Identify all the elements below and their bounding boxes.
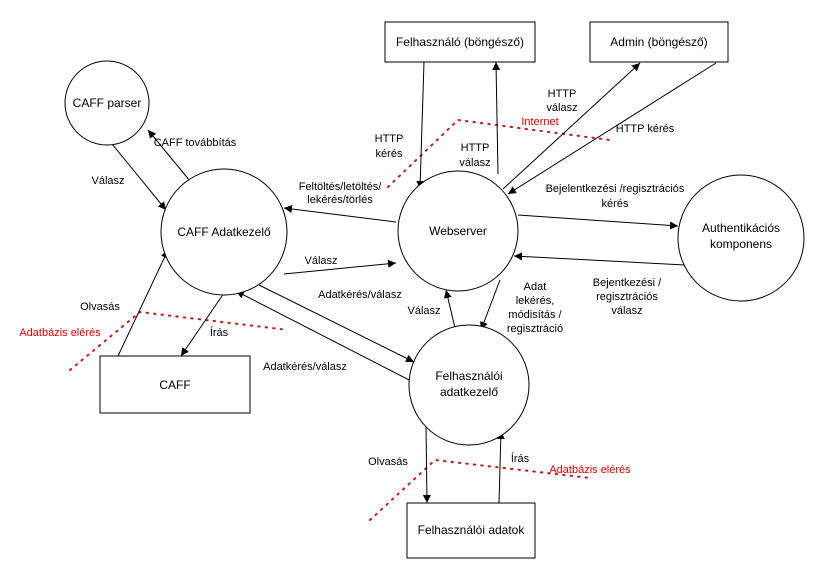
edge-felhasznaloi-adatkezelo-to-data (422, 425, 431, 504)
node-admin-bongeszo: Admin (böngésző) (589, 21, 729, 63)
edge-label-bejentkezesi-valasz: regisztrációs (596, 291, 658, 303)
edge-label-adat-lekeres: módisítás / (508, 309, 562, 321)
node-label: Felhasználó (böngésző) (396, 35, 524, 49)
edge-webserver-to-caff-adatkezelo (283, 205, 397, 223)
edge-parser-to-caff-adatkezelo (107, 138, 167, 211)
database-boundary-user-data (369, 458, 591, 521)
edge-felhasznaloi-adatkezelo-to-webserver (443, 289, 457, 333)
edge-label-http-valasz-user: válasz (459, 157, 490, 169)
edge-caff-adatkezelo-to-felhasznaloi-adatkezelo (258, 284, 415, 363)
edge-caff-adatkezelo-to-webserver (283, 259, 397, 275)
node-label-line-2: adatkezelő (440, 385, 498, 399)
edge-label-http-valasz-user: HTTP (461, 142, 490, 154)
edge-label-adat-lekeres: lekérés, (516, 295, 555, 307)
edge-webserver-to-user (492, 61, 501, 175)
node-label: Felhasználói adatok (418, 523, 526, 537)
edge-label-bejelentkezesi-keres: kérés (602, 198, 629, 210)
edge-label-bejentkezesi-valasz: válasz (611, 305, 642, 317)
boundary-label-adatbazis-eleres: Adatbázis elérés (549, 464, 631, 476)
boundary-label-adatbazis-eleres: Adatbázis elérés (19, 327, 101, 339)
node-label: Webserver (429, 224, 487, 238)
edge-label-bejelentkezesi-keres: Bejelentkezési /regisztrációs (546, 183, 685, 195)
edge-label-valasz-fa-web: Válasz (407, 305, 440, 317)
edge-label-valasz-caff-web: Válasz (304, 255, 337, 267)
node-authentikacios-komponens: Authentikációs komponens (677, 174, 805, 302)
edge-label-adatkeres-valasz-2: Adatkérés/válasz (263, 361, 347, 373)
edge-label-feltoltes: lekérés/törlés (307, 194, 373, 206)
node-label: Admin (böngésző) (610, 35, 707, 49)
edge-data-to-felhasznaloi-adatkezelo (496, 430, 505, 504)
edge-admin-to-webserver (507, 62, 717, 195)
edge-label-http-keres-user: kérés (376, 148, 403, 160)
node-label: CAFF parser (73, 96, 142, 110)
edge-caff-adatkezelo-to-parser (147, 129, 191, 182)
node-caff-parser: CAFF parser (64, 60, 150, 146)
edge-caff-adatkezelo-to-caff (180, 292, 225, 357)
edge-label-caff-tovabbitas: CAFF továbbítás (154, 137, 237, 149)
edge-webserver-to-felhasznaloi-adatkezelo (480, 279, 501, 331)
edge-label-adat-lekeres: regisztráció (507, 323, 563, 335)
node-label-line-1: Authentikációs (702, 221, 780, 235)
edge-label-http-keres-admin: HTTP kérés (616, 123, 675, 135)
boundary-label-internet: Internet (521, 116, 558, 128)
edge-label-iras-fa: Írás (511, 452, 530, 465)
database-boundary-caff (69, 310, 289, 371)
edge-auth-to-webserver (513, 252, 686, 266)
edge-label-valasz-parser: Válasz (91, 175, 124, 187)
edge-webserver-to-admin (502, 62, 641, 190)
node-label-line-2: komponens (710, 237, 772, 251)
edge-label-iras-caff: Írás (210, 326, 229, 339)
node-felhasznaloi-adatkezelo: Felhasználói adatkezelő (408, 324, 530, 446)
edge-user-to-webserver (416, 61, 425, 190)
edge-label-olvasas-fa: Olvasás (368, 456, 408, 468)
internet-boundary (387, 118, 611, 188)
edge-label-bejentkezesi-valasz: Bejentkezési / (593, 277, 662, 289)
edge-label-http-keres-user: HTTP (375, 133, 404, 145)
node-webserver: Webserver (397, 170, 519, 292)
edge-felhasznaloi-adatkezelo-to-caff-adatkezelo (235, 290, 414, 383)
edge-label-http-valasz-admin: válasz (546, 102, 577, 114)
edge-label-http-valasz-admin: HTTP (548, 88, 577, 100)
node-label: CAFF Adatkezelő (177, 225, 271, 239)
node-label: CAFF (159, 378, 190, 392)
node-caff: CAFF (99, 355, 251, 414)
node-label-line-1: Felhasználói (435, 369, 502, 383)
edge-label-olvasas-caff: Olvasás (80, 301, 120, 313)
edge-label-feltoltes: Feltöltés/letöltés/ (299, 181, 382, 193)
edge-webserver-to-auth (517, 214, 679, 230)
node-felhasznalo-bongeszo: Felhasználó (böngésző) (384, 21, 536, 63)
edge-label-adatkeres-valasz-1: Adatkérés/válasz (318, 289, 402, 301)
node-felhasznaloi-adatok: Felhasználói adatok (406, 502, 536, 559)
edge-caff-to-caff-adatkezelo (117, 249, 169, 357)
edge-label-adat-lekeres: Adat (524, 281, 547, 293)
node-caff-adatkezelo: CAFF Adatkezelő (160, 168, 288, 296)
